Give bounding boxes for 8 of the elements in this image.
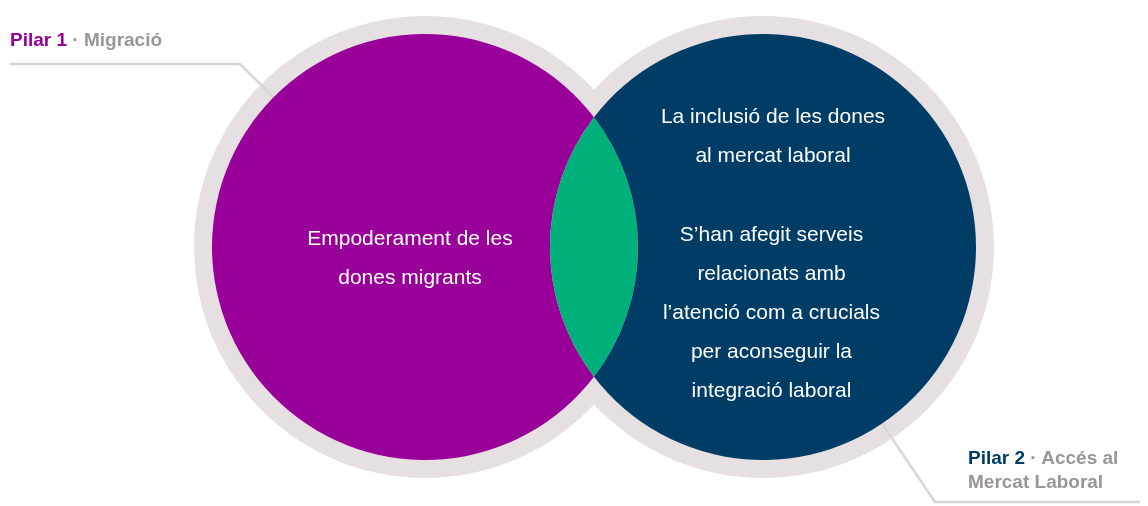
circle-text: S’han afegit serveis relacionats amb l’atenció com a crucials per aconseguir la integració laboral	[661, 221, 882, 403]
pillar-label: Pilar 1 · Migració	[10, 28, 240, 64]
venn-circle	[212, 34, 638, 460]
circle-text: La inclusió de les dones al mercat laboral	[659, 103, 887, 168]
circle-text: Empoderament de les dones migrants	[306, 225, 514, 290]
leader-line	[10, 62, 275, 99]
leader-line	[881, 422, 1140, 504]
pillar-label: Pilar 2 · Accés al Mercat Laboral	[968, 446, 1146, 502]
